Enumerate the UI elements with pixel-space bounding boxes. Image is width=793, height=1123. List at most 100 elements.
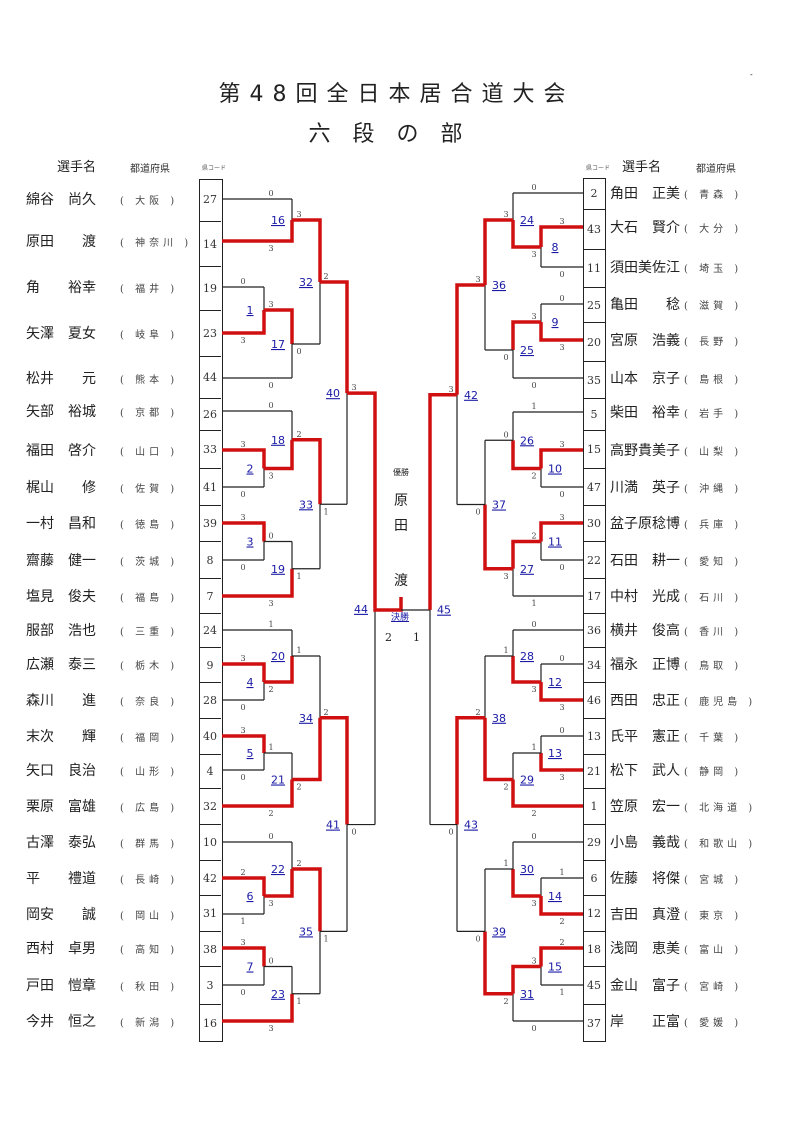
right-prefecture-code: 22 [583,541,605,578]
left-player-prefecture: ( 長崎 ) [120,875,179,886]
match-number-link[interactable]: 3 [247,536,254,549]
match-number-link[interactable]: 36 [492,279,506,292]
match-score: 3 [475,275,480,284]
right-player-prefecture: ( 岩手 ) [684,409,743,420]
match-number-link[interactable]: 26 [520,434,534,447]
match-number-link[interactable]: 1 [247,304,254,317]
match-score: 2 [559,917,564,926]
right-header-code: 県コード [586,165,611,172]
match-number-link[interactable]: 25 [520,344,534,357]
match-number-link[interactable]: 45 [437,604,451,617]
match-number-link[interactable]: 11 [548,536,562,549]
match-number-link[interactable]: 13 [548,747,562,760]
right-player-name: 松下 武人 [610,763,680,779]
right-prefecture-code: 37 [583,1004,605,1042]
bracket-line [539,521,583,542]
match-number-link[interactable]: 37 [492,499,506,512]
match-number-link[interactable]: 8 [552,241,559,254]
match-score: 2 [323,272,328,281]
match-score: 2 [323,708,328,717]
match-score: 2 [531,532,536,541]
match-number-link[interactable]: 40 [326,387,340,400]
match-score: 3 [531,312,536,321]
match-number-link[interactable]: 7 [247,961,254,974]
match-number-link[interactable]: 19 [271,563,285,576]
bracket-line [539,448,583,469]
right-player-name: 盆子原稔博 [610,516,680,532]
final-match-link[interactable]: 決勝 [391,613,410,623]
match-score: 1 [240,917,245,926]
match-score: 0 [559,654,564,663]
match-number-link[interactable]: 32 [299,276,313,289]
left-player-prefecture: ( 広島 ) [120,803,179,814]
right-player-name: 大石 賢介 [610,220,680,236]
left-prefecture-code: 19 [199,266,221,310]
right-player-name: 中村 光成 [610,589,680,605]
match-number-link[interactable]: 10 [548,463,562,476]
match-number-link[interactable]: 34 [299,712,313,725]
left-header-player-name: 選手名 [57,160,97,175]
match-number-link[interactable]: 24 [520,214,534,227]
match-score: 0 [531,832,536,841]
match-number-link[interactable]: 27 [520,563,534,576]
match-score: 2 [503,783,508,792]
champion-name-char: 原 [394,493,408,509]
match-number-link[interactable]: 29 [520,774,534,787]
bracket-line [428,393,457,610]
match-number-link[interactable]: 44 [354,603,368,616]
match-number-link[interactable]: 16 [271,214,285,227]
match-number-link[interactable]: 12 [548,676,562,689]
match-number-link[interactable]: 2 [247,463,254,476]
right-player-name: 佐藤 将傑 [610,871,680,887]
match-number-link[interactable]: 22 [271,863,285,876]
left-prefecture-code: 33 [199,430,221,468]
bracket-line [539,753,583,772]
match-number-link[interactable]: 15 [548,961,562,974]
bracket-line [292,218,322,282]
match-number-link[interactable]: 6 [247,890,254,903]
bracket-line [455,283,485,395]
match-number-link[interactable]: 33 [299,498,313,511]
match-number-link[interactable]: 21 [271,774,285,787]
match-number-link[interactable]: 18 [271,434,285,447]
match-score: 0 [475,508,480,517]
match-number-link[interactable]: 43 [464,819,478,832]
left-prefecture-code: 24 [199,613,221,647]
match-score: 0 [240,988,245,997]
match-number-link[interactable]: 20 [271,650,285,663]
left-header-prefecture: 都道府県 [130,164,170,175]
match-number-link[interactable]: 28 [520,650,534,663]
match-score: 1 [559,988,564,997]
match-number-link[interactable]: 17 [271,338,285,351]
right-player-name: 金山 富子 [610,978,680,994]
left-prefecture-code: 40 [199,718,221,754]
match-number-link[interactable]: 9 [552,316,559,329]
match-number-link[interactable]: 30 [520,863,534,876]
bracket-line [292,438,322,505]
match-number-link[interactable]: 23 [271,988,285,1001]
right-player-prefecture: ( 北海道 ) [684,803,757,814]
right-player-name: 石田 耕一 [610,553,680,569]
final-winner-line [373,597,403,612]
match-score: 3 [531,957,536,966]
match-number-link[interactable]: 31 [520,988,534,1001]
match-number-link[interactable]: 5 [247,747,254,760]
left-player-name: 西村 卓男 [26,941,96,957]
match-number-link[interactable]: 41 [326,819,340,832]
right-player-prefecture: ( 石川 ) [684,593,743,604]
match-number-link[interactable]: 42 [464,389,478,402]
match-number-link[interactable]: 38 [492,712,506,725]
left-prefecture-code: 7 [199,578,221,613]
match-score: 0 [240,277,245,286]
match-number-link[interactable]: 39 [492,925,506,938]
right-player-prefecture: ( 長野 ) [684,337,743,348]
match-number-link[interactable]: 35 [299,925,313,938]
match-number-link[interactable]: 4 [247,676,254,689]
match-score: 3 [268,1024,273,1033]
match-number-link[interactable]: 14 [548,890,562,903]
right-player-prefecture: ( 大分 ) [684,224,743,235]
match-score: 3 [559,773,564,782]
match-score: 3 [240,938,245,947]
match-score: 0 [448,828,453,837]
right-prefecture-code: 47 [583,468,605,505]
